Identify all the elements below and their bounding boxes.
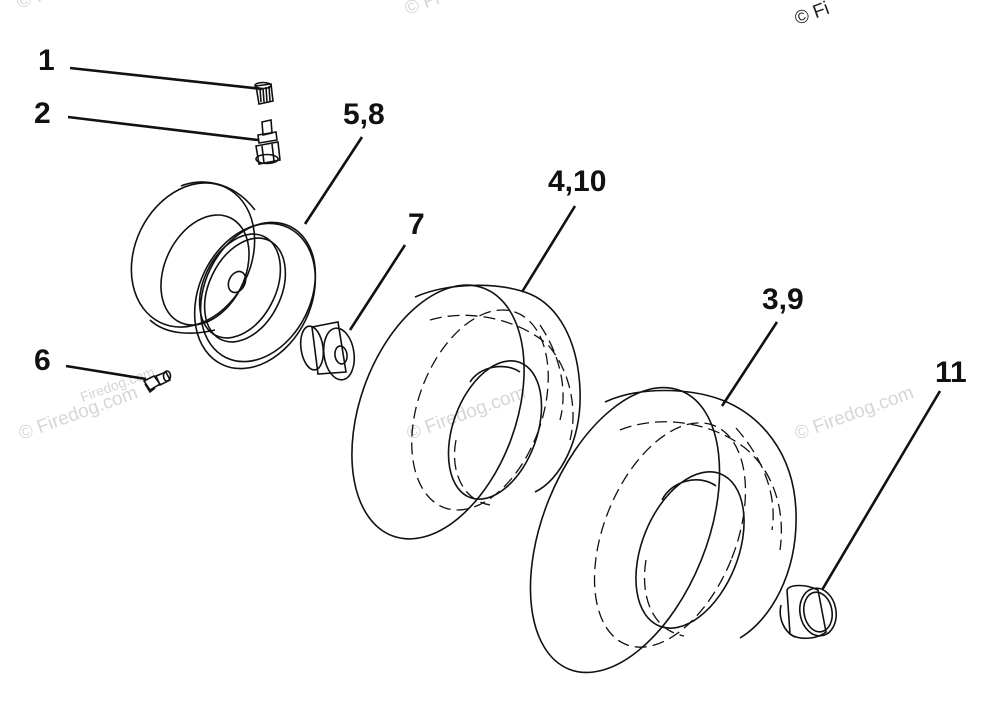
wheel-rim [130,181,317,370]
grease-fitting [142,370,172,394]
callout-3-9: 3,9 [762,283,804,316]
callout-4-10: 4,10 [548,165,607,198]
tire-4-10 [351,284,581,540]
flanged-bearing [299,321,356,381]
callout-7: 7 [408,208,425,241]
leader-line-1 [69,66,263,91]
callout-5-8: 5,8 [343,98,385,131]
leader-line-4-10 [520,205,577,293]
leader-line-7 [348,244,407,331]
tire-3-9 [529,386,797,674]
valve-cap [254,81,274,105]
leader-line-3-9 [720,321,779,407]
leader-line-11 [820,390,942,591]
callout-1: 1 [38,44,55,77]
leader-line-5-8 [303,136,364,225]
hub-cap [779,584,838,640]
callout-6: 6 [34,344,51,377]
leader-line-2 [67,115,259,142]
valve-stem [255,119,281,165]
callout-11: 11 [935,356,967,389]
callout-2: 2 [34,97,51,130]
leader-line-6 [65,364,147,381]
